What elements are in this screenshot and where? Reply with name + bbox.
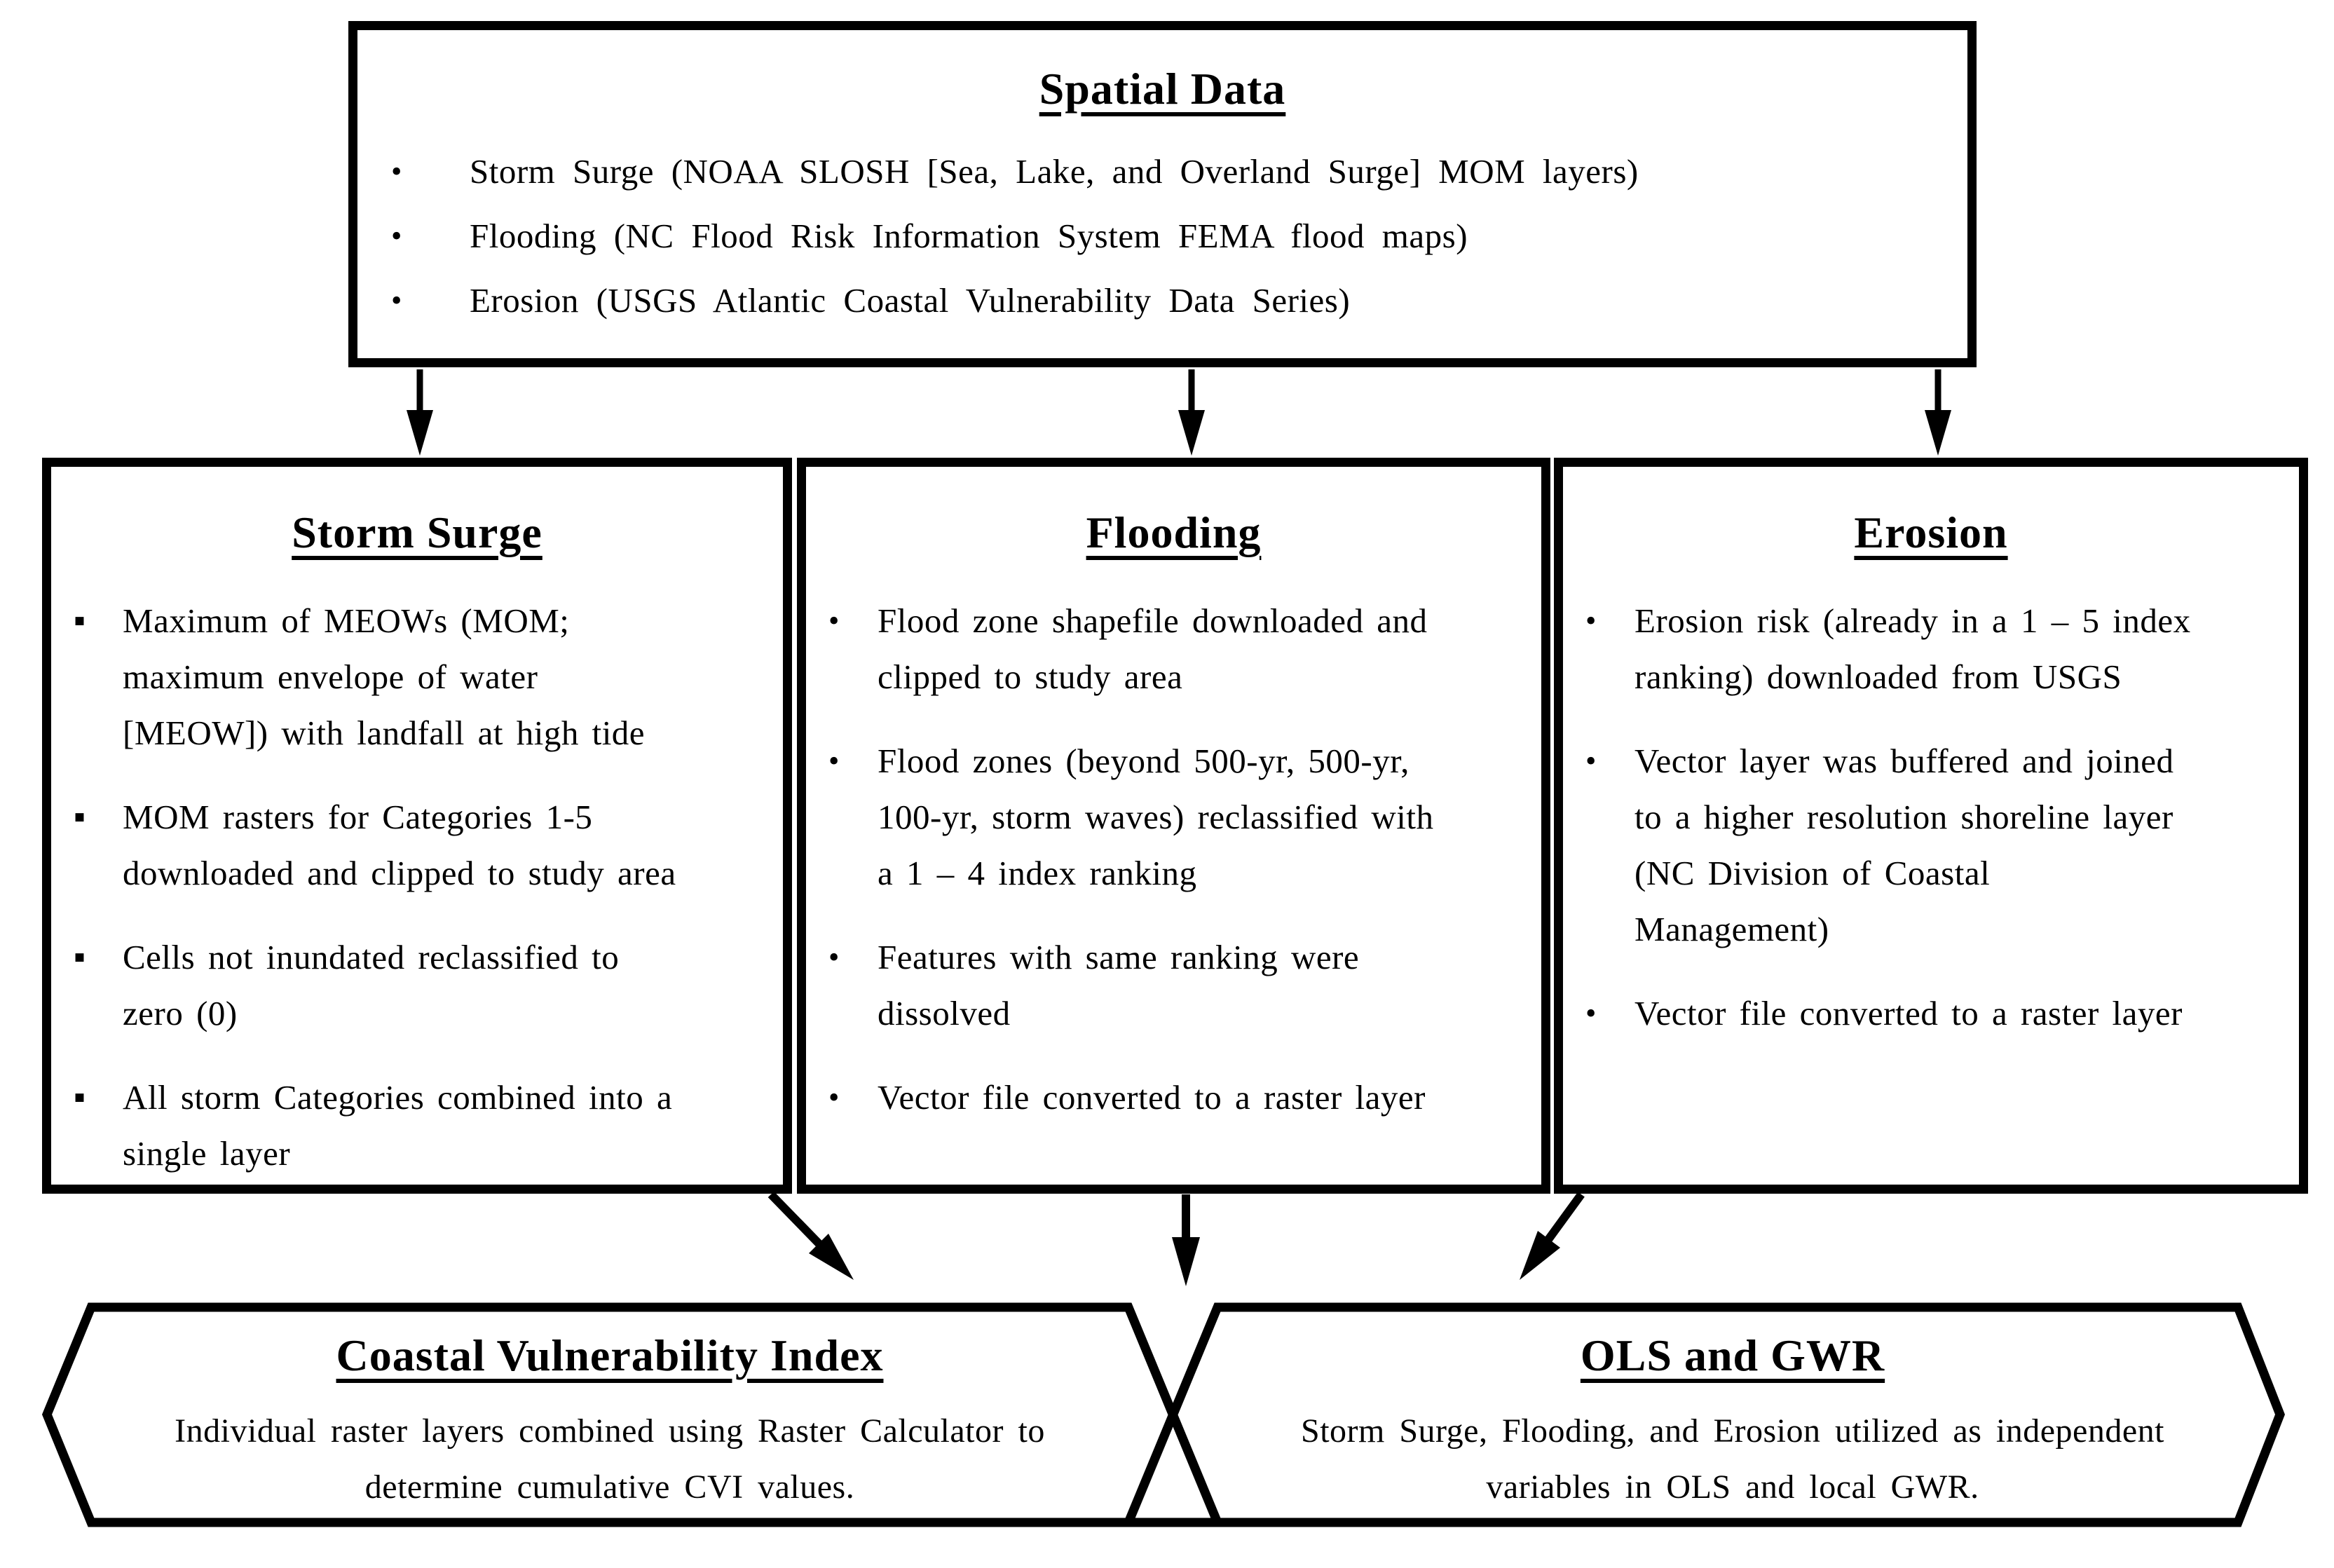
bullet-item: • Vector file converted to a raster laye… [1563,986,2299,1042]
bullet-item: • Vector layer was buffered and joined t… [1563,733,2299,957]
ols-gwr-hexagon-outline [1121,1302,2285,1527]
bullet-line: Cells not inundated reclassified to [123,938,620,976]
bullet-line: Erosion (USGS Atlantic Coastal Vulnerabi… [470,281,1351,320]
bullet-line: Maximum of MEOWs (MOM; [123,601,570,640]
bullet-item: • Vector file converted to a raster laye… [806,1070,1541,1126]
bullet-line: (NC Division of Coastal [1635,854,1991,892]
bullet-icon: • [828,940,840,974]
arrow-erosion-to-ols [1520,1192,1585,1280]
bullet-line: Erosion risk (already in a 1 – 5 index [1635,601,2191,640]
bullet-line: [MEOW]) with landfall at high tide [123,714,646,752]
flooding-bullet-list: • Flood zone shapefile downloaded and cl… [806,593,1541,1126]
spatial-data-title: Spatial Data [1039,64,1286,114]
bullet-icon: • [1585,744,1597,778]
storm-surge-box: Storm Surge ▪ Maximum of MEOWs (MOM; max… [42,458,792,1194]
spatial-data-box: Spatial Data • Storm Surge (NOAA SLOSH [… [348,21,1977,367]
bullet-line: Vector layer was buffered and joined [1635,742,2174,780]
ols-gwr-body-line: variables in OLS and local GWR. [1486,1468,1979,1506]
bullet-icon: ▪ [74,939,86,976]
bullet-item: ▪ Cells not inundated reclassified to ze… [51,929,783,1042]
arrow-spatial-to-flooding [1178,369,1205,456]
arrow-flooding-to-hexagons [1172,1194,1200,1286]
bullet-item: • Storm Surge (NOAA SLOSH [Sea, Lake, an… [357,139,1967,204]
bullet-line: All storm Categories combined into a [123,1078,673,1117]
bullet-line: ranking) downloaded from USGS [1635,657,2122,696]
cvi-body-line: determine cumulative CVI values. [364,1468,855,1506]
ols-gwr-body: Storm Surge, Flooding, and Erosion utili… [1231,1403,2234,1515]
bullet-line: Storm Surge (NOAA SLOSH [Sea, Lake, and … [470,152,1639,191]
bullet-icon: • [1585,604,1597,638]
arrow-storm-surge-to-cvi [767,1191,854,1280]
bullet-item: • Flooding (NC Flood Risk Information Sy… [357,204,1967,268]
bullet-line: MOM rasters for Categories 1-5 [123,798,593,836]
storm-surge-bullet-list: ▪ Maximum of MEOWs (MOM; maximum envelop… [51,593,783,1182]
ols-gwr-hexagon: OLS and GWR Storm Surge, Flooding, and E… [1231,1326,2234,1515]
bullet-line: Vector file converted to a raster layer [1635,994,2183,1032]
bullet-item: ▪ Maximum of MEOWs (MOM; maximum envelop… [51,593,783,761]
bullet-icon: ▪ [74,798,86,836]
bullet-line: dissolved [878,994,1011,1032]
bullet-line: maximum envelope of water [123,657,538,696]
bullet-line: clipped to study area [878,657,1183,696]
bullet-item: • Features with same ranking were dissol… [806,929,1541,1042]
erosion-box: Erosion • Erosion risk (already in a 1 –… [1554,458,2308,1194]
erosion-title: Erosion [1854,507,2008,557]
bullet-icon: • [828,1080,840,1114]
bullet-line: Flood zone shapefile downloaded and [878,601,1428,640]
bullet-icon: • [391,219,402,253]
bullet-line: Flooding (NC Flood Risk Information Syst… [470,217,1468,255]
bullet-item: ▪ All storm Categories combined into a s… [51,1070,783,1182]
bullet-line: single layer [123,1134,291,1173]
flooding-box: Flooding • Flood zone shapefile download… [797,458,1550,1194]
storm-surge-title: Storm Surge [292,507,542,557]
ols-gwr-hexagon-shape [1128,1307,2280,1522]
bullet-icon: ▪ [74,602,86,639]
bullet-item: • Flood zones (beyond 500-yr, 500-yr, 10… [806,733,1541,901]
bullet-line: zero (0) [123,994,238,1032]
bullet-item: • Flood zone shapefile downloaded and cl… [806,593,1541,705]
bullet-icon: ▪ [74,1079,86,1116]
bullet-line: Vector file converted to a raster layer [878,1078,1426,1117]
spatial-data-bullet-list: • Storm Surge (NOAA SLOSH [Sea, Lake, an… [357,139,1967,333]
bullet-icon: • [1585,996,1597,1030]
ols-gwr-body-line: Storm Surge, Flooding, and Erosion utili… [1301,1412,2164,1450]
bullet-line: 100-yr, storm waves) reclassified with [878,798,1434,836]
cvi-body-line: Individual raster layers combined using … [175,1412,1045,1450]
cvi-body: Individual raster layers combined using … [98,1403,1121,1515]
ols-gwr-title: OLS and GWR [1580,1330,1885,1380]
bullet-item: ▪ MOM rasters for Categories 1-5 downloa… [51,789,783,901]
cvi-hexagon: Coastal Vulnerability Index Individual r… [98,1326,1121,1515]
bullet-line: Management) [1635,910,1829,948]
bullet-line: downloaded and clipped to study area [123,854,676,892]
cvi-hexagon-shape [47,1307,1217,1522]
arrow-spatial-to-storm-surge [407,369,433,456]
erosion-bullet-list: • Erosion risk (already in a 1 – 5 index… [1563,593,2299,1042]
bullet-line: to a higher resolution shoreline layer [1635,798,2173,836]
bullet-icon: • [391,154,402,189]
flooding-title: Flooding [1086,507,1262,557]
bullet-line: Features with same ranking were [878,938,1360,976]
cvi-title: Coastal Vulnerability Index [336,1330,884,1380]
bullet-icon: • [391,283,402,318]
bullet-item: • Erosion risk (already in a 1 – 5 index… [1563,593,2299,705]
bullet-item: • Erosion (USGS Atlantic Coastal Vulnera… [357,268,1967,333]
bullet-icon: • [828,744,840,778]
bullet-line: a 1 – 4 index ranking [878,854,1197,892]
arrow-spatial-to-erosion [1925,369,1951,456]
bullet-icon: • [828,604,840,638]
bullet-line: Flood zones (beyond 500-yr, 500-yr, [878,742,1410,780]
